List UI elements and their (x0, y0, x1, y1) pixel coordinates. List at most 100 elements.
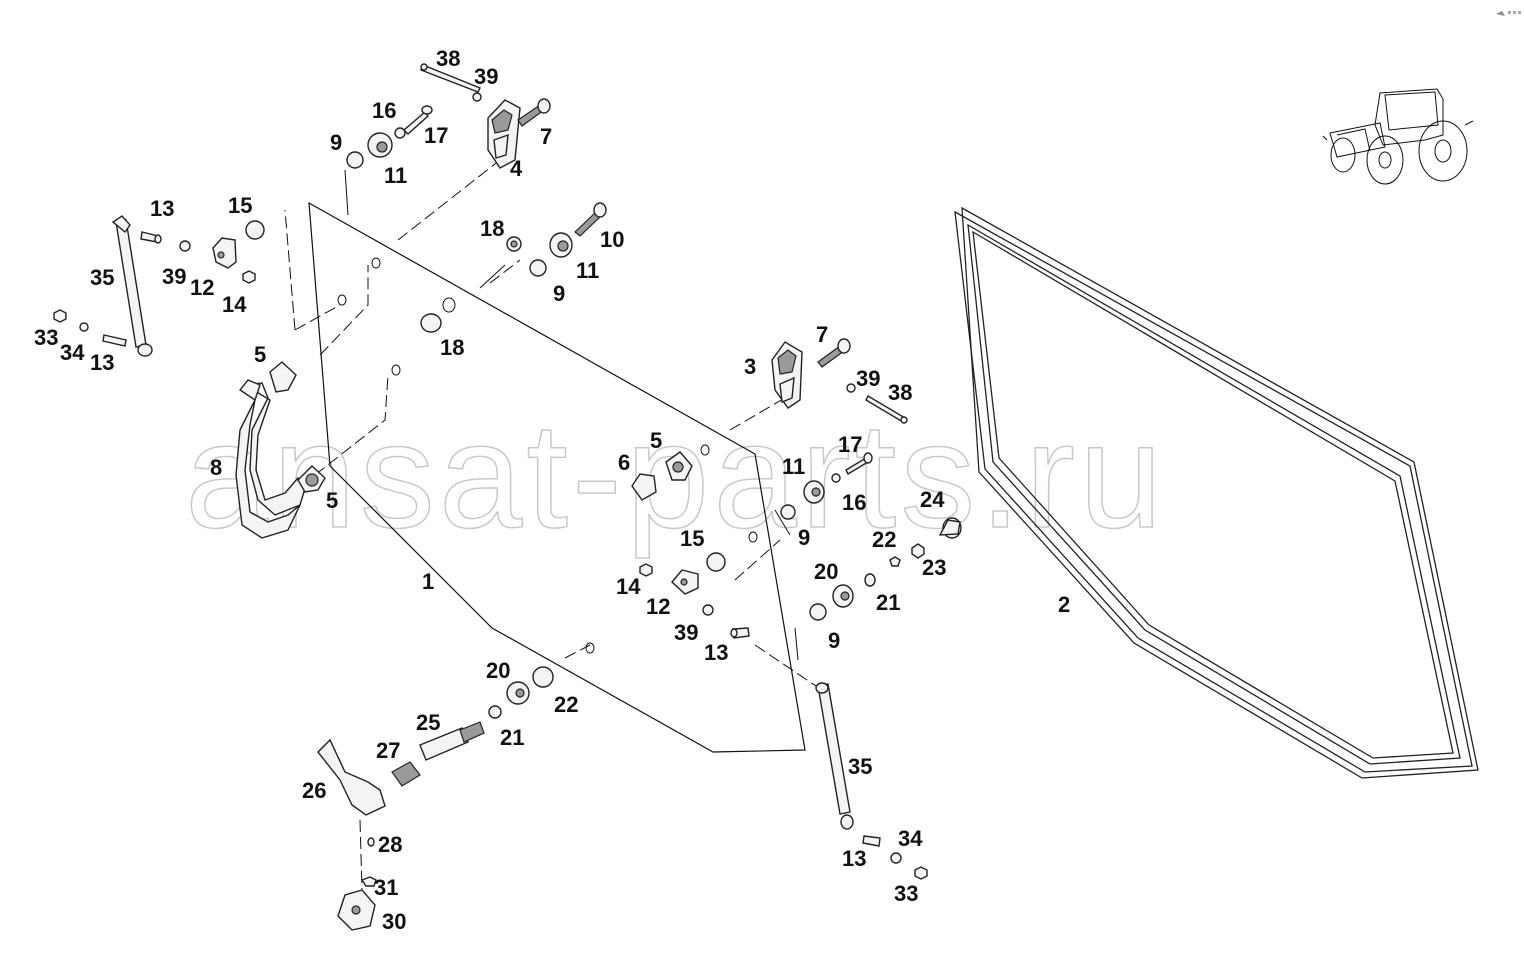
nut (53, 309, 67, 323)
pin (367, 837, 375, 847)
callout-7: 7 (816, 322, 828, 347)
callout-22: 22 (872, 527, 896, 552)
callout-38: 38 (888, 380, 912, 405)
lock-shaft (419, 721, 485, 761)
rubber-grommet (367, 132, 393, 158)
tractor-icon (1322, 88, 1474, 185)
callout-34: 34 (60, 340, 85, 365)
hinge-bolt (817, 338, 851, 368)
bushing-pad (269, 361, 297, 393)
bolt (402, 105, 433, 135)
washer (529, 259, 547, 277)
callout-35: 35 (90, 265, 114, 290)
callout-8: 8 (210, 455, 222, 480)
ball-stud (102, 334, 127, 347)
washer (79, 322, 89, 332)
callout-11: 11 (576, 258, 599, 283)
spring (391, 761, 421, 787)
hinge-top (487, 99, 521, 169)
callout-16: 16 (842, 490, 866, 515)
callout-25: 25 (416, 710, 440, 735)
washer (889, 556, 901, 567)
hinge-bolt (517, 98, 551, 127)
washer-large (706, 552, 726, 572)
washer-large (245, 220, 265, 240)
screw (360, 876, 377, 887)
callout-27: 27 (376, 738, 400, 763)
callout-20: 20 (486, 658, 510, 683)
callout-3: 3 (744, 354, 756, 379)
callout-35: 35 (848, 754, 872, 779)
grommet (832, 584, 854, 608)
washer (179, 240, 191, 252)
strut-bracket (212, 237, 237, 269)
callout-12: 12 (190, 275, 214, 300)
callout-30: 30 (382, 909, 406, 934)
callout-28: 28 (378, 832, 402, 857)
callout-18: 18 (480, 216, 504, 241)
washer (780, 504, 796, 520)
hinge-pin (420, 63, 481, 93)
toolbar-icon[interactable] (1496, 11, 1521, 16)
hinge-pin (865, 395, 908, 424)
callout-38: 38 (436, 46, 460, 71)
callout-39: 39 (856, 366, 880, 391)
strut-bracket (671, 569, 699, 595)
nut (242, 270, 256, 284)
screw (574, 202, 607, 237)
hinge-right (771, 341, 803, 409)
callout-11: 11 (782, 454, 805, 479)
callout-13: 13 (90, 350, 114, 375)
callout-11: 11 (384, 163, 407, 188)
callout-23: 23 (922, 555, 946, 580)
seal-ring (506, 236, 522, 252)
leader-lines (284, 159, 823, 891)
callout-10: 10 (600, 227, 624, 252)
callout-16: 16 (372, 98, 396, 123)
callout-4: 4 (510, 156, 523, 181)
callout-17: 17 (838, 432, 862, 457)
bolt (845, 452, 873, 475)
callout-24: 24 (920, 487, 945, 512)
washer (846, 383, 856, 393)
washer (488, 705, 502, 719)
callout-13: 13 (150, 196, 174, 221)
callout-22: 22 (554, 692, 578, 717)
rubber-grommet (803, 480, 825, 504)
sleeve (938, 517, 962, 539)
grab-handle (235, 379, 307, 539)
washer (346, 151, 364, 169)
callout-9: 9 (828, 628, 840, 653)
callout-15: 15 (228, 193, 252, 218)
callout-15: 15 (680, 526, 704, 551)
glass-panel (308, 201, 806, 753)
callout-39: 39 (474, 64, 498, 89)
rubber-grommet (549, 232, 573, 258)
washer (831, 473, 841, 483)
door-seal (954, 206, 1479, 779)
callout-1: 1 (422, 569, 434, 594)
callout-9: 9 (798, 525, 810, 550)
ball-stud (862, 835, 881, 847)
callout-31: 31 (374, 875, 398, 900)
callout-39: 39 (162, 264, 186, 289)
callout-20: 20 (814, 559, 838, 584)
washer (702, 604, 714, 616)
callout-18: 18 (440, 335, 464, 360)
callout-13: 13 (842, 846, 866, 871)
nut (914, 866, 928, 880)
nut (639, 563, 653, 577)
door-lever (317, 738, 386, 816)
callout-labels: 38 39 16 17 7 9 11 4 13 15 35 39 12 14 3… (34, 46, 1070, 934)
callout-9: 9 (553, 281, 565, 306)
callout-5: 5 (650, 428, 662, 453)
callout-2: 2 (1058, 592, 1070, 617)
callout-33: 33 (894, 881, 918, 906)
callout-21: 21 (876, 590, 900, 615)
callout-34: 34 (898, 826, 923, 851)
callout-21: 21 (500, 725, 524, 750)
ball-stud (730, 627, 750, 639)
washer (890, 852, 902, 864)
callout-33: 33 (34, 325, 58, 350)
